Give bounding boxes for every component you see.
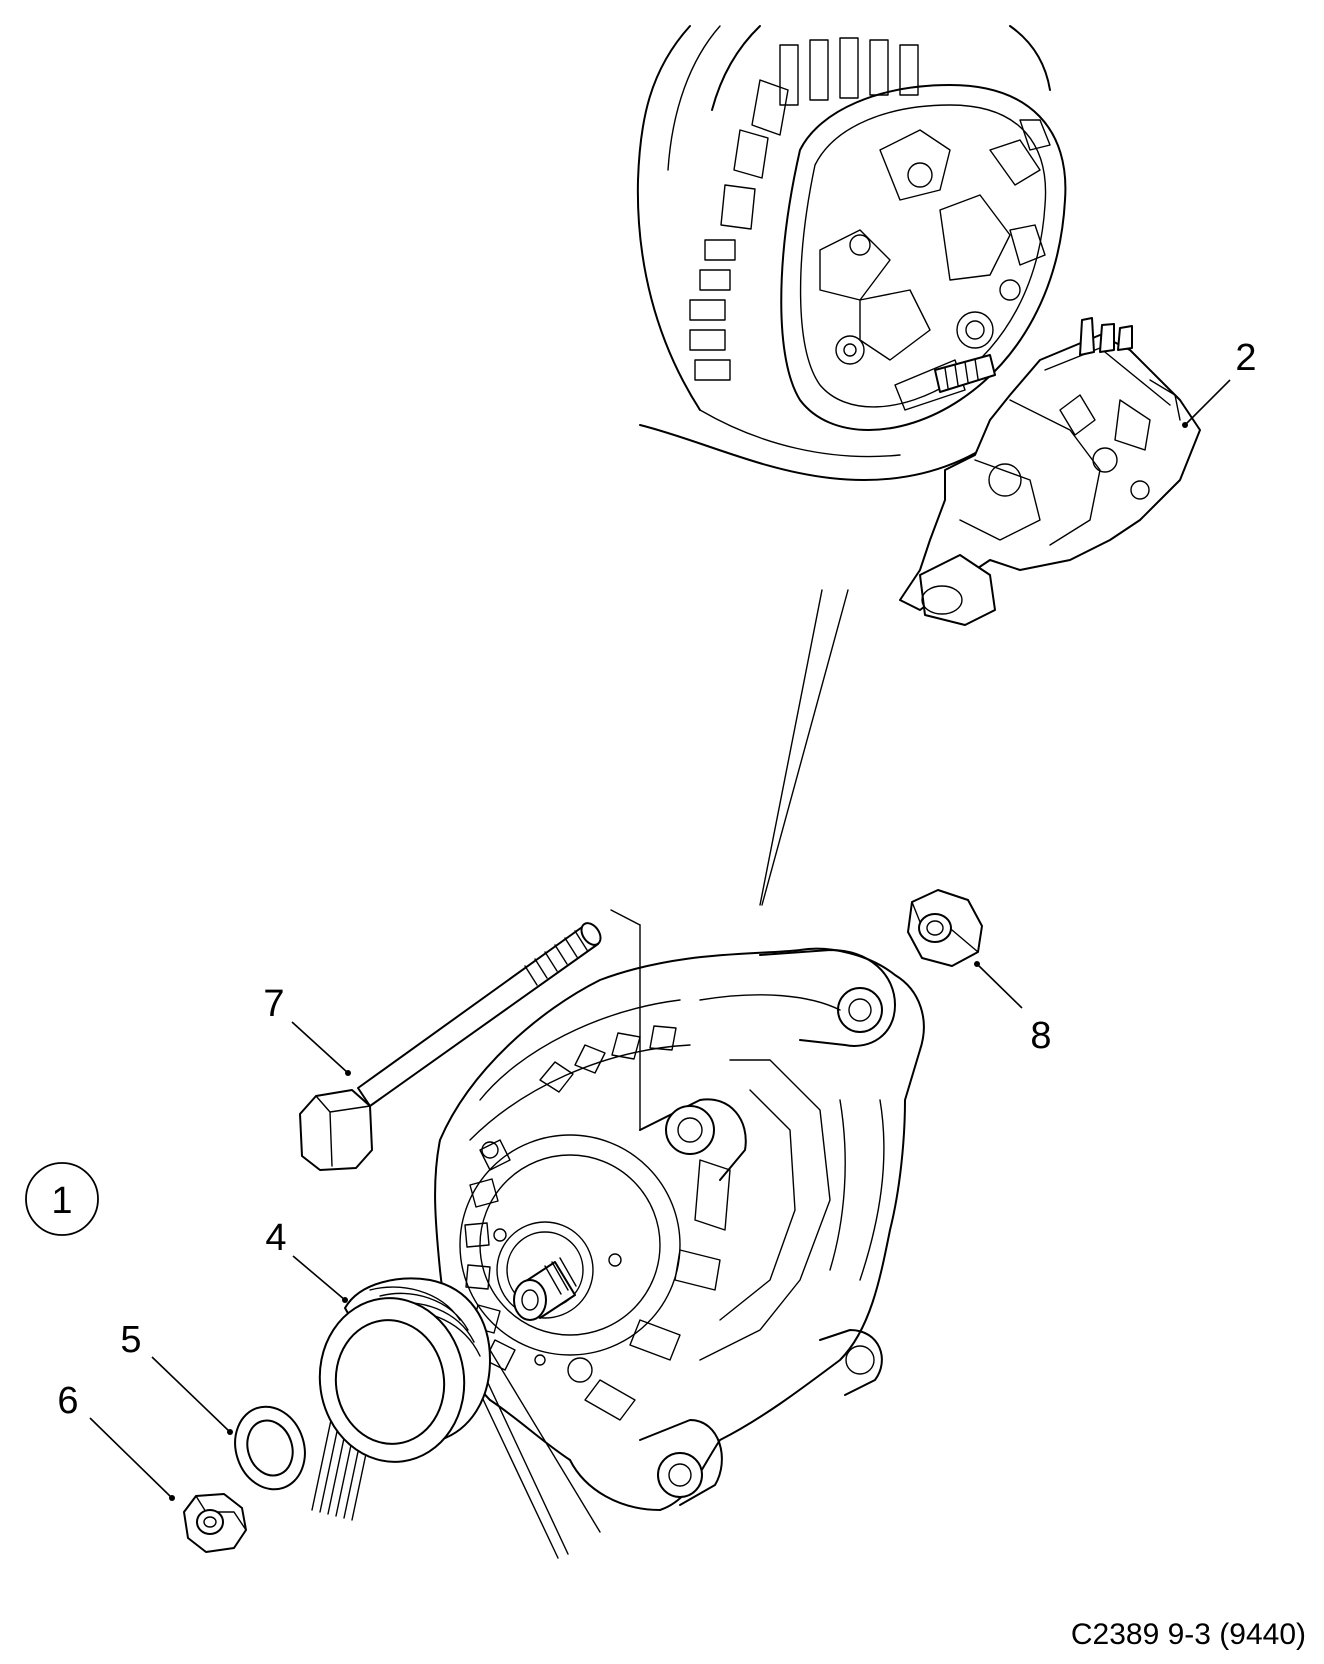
callout-7: 7: [263, 983, 284, 1025]
nut-part-8: [907, 889, 983, 967]
callout-leaders: [89, 379, 1231, 1501]
callout-labels: 2 4 5 6 7 8: [57, 337, 1256, 1422]
cooling-fins-rear: [689, 37, 919, 381]
washer-part-5: [234, 1405, 306, 1491]
callout-2: 2: [1235, 337, 1256, 379]
drawing-reference: C2389 9-3 (9440): [1071, 1618, 1306, 1651]
alternator-rear-view: [636, 25, 1067, 481]
callout-6: 6: [57, 1380, 78, 1422]
cooling-vents-front: [464, 1025, 731, 1421]
through-bolt-part-7: [299, 922, 602, 1171]
nut-part-6: [183, 1493, 247, 1553]
voltage-regulator-part-2: [899, 317, 1201, 626]
assembly-number: 1: [51, 1180, 72, 1222]
rectifier-plate: [819, 119, 1051, 411]
callout-8: 8: [1030, 1015, 1051, 1057]
callout-4: 4: [265, 1217, 286, 1259]
assembly-number-badge: 1: [25, 1162, 99, 1236]
callout-5: 5: [120, 1319, 141, 1361]
alternator-front-view: [434, 947, 925, 1511]
battery-terminal-stud: [934, 354, 996, 393]
pulley-part-4: [311, 1277, 601, 1559]
guide-lines: [610, 589, 849, 1131]
